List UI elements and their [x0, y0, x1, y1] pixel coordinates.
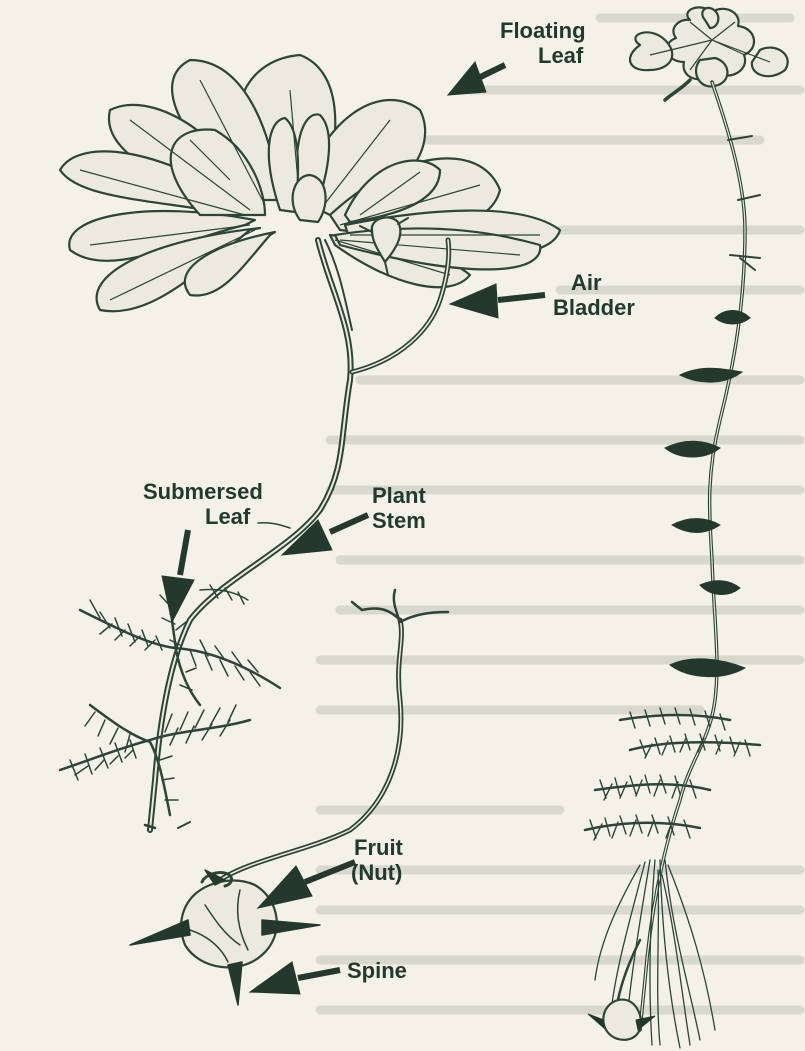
label-air-bladder-line1: Air: [553, 270, 635, 295]
air-bladder-arrow: [498, 295, 545, 300]
label-floating-leaf: Floating Leaf: [500, 18, 586, 68]
label-plant-stem-line1: Plant: [372, 483, 426, 508]
plant-stem-arrow: [330, 515, 368, 532]
left-plant-stem: [145, 240, 449, 830]
label-plant-stem: Plant Stem: [372, 483, 426, 533]
fruit-nut-arrow: [305, 862, 355, 882]
left-submersed-leaves: [60, 585, 280, 815]
label-air-bladder-line2: Bladder: [553, 295, 635, 320]
label-floating-leaf-line2: Leaf: [500, 43, 586, 68]
label-spine-text: Spine: [347, 958, 407, 983]
floating-leaf-rosette: [60, 55, 560, 311]
submersed-leaf-arrow: [180, 530, 188, 575]
label-submersed-leaf-line2: Leaf: [143, 504, 263, 529]
label-floating-leaf-line1: Floating: [500, 18, 586, 43]
label-fruit-nut-line2: (Nut): [351, 860, 403, 885]
label-submersed-leaf-line1: Submersed: [143, 479, 263, 504]
label-spine: Spine: [347, 958, 407, 983]
label-fruit-nut: Fruit (Nut): [351, 835, 403, 885]
label-air-bladder: Air Bladder: [553, 270, 635, 320]
label-plant-stem-line2: Stem: [372, 508, 426, 533]
right-plant: [585, 7, 788, 1048]
label-fruit-nut-line1: Fruit: [351, 835, 403, 860]
spine-arrow: [298, 970, 340, 978]
right-stem-nodes: [665, 311, 750, 677]
label-submersed-leaf: Submersed Leaf: [143, 479, 263, 529]
